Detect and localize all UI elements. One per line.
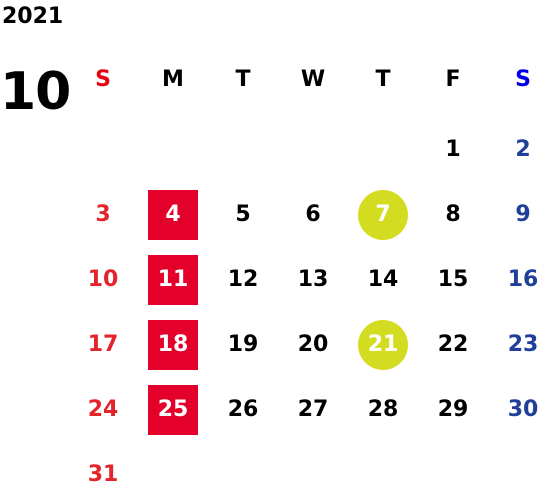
- day-15: 15: [437, 267, 469, 292]
- day-30: 30: [507, 397, 539, 422]
- day-21: 21: [358, 320, 408, 370]
- weekday-wed: W: [300, 67, 326, 92]
- day-3: 3: [95, 202, 111, 227]
- weekday-sun: S: [95, 67, 111, 92]
- day-5: 5: [235, 202, 251, 227]
- day-24: 24: [87, 397, 119, 422]
- day-8: 8: [445, 202, 461, 227]
- day-25: 25: [148, 385, 198, 435]
- day-29: 29: [437, 397, 469, 422]
- day-23: 23: [507, 332, 539, 357]
- day-14: 14: [367, 267, 399, 292]
- weekday-fri: F: [445, 67, 461, 92]
- day-17: 17: [87, 332, 119, 357]
- day-10: 10: [87, 267, 119, 292]
- day-31: 31: [87, 462, 119, 487]
- day-13: 13: [297, 267, 329, 292]
- day-4: 4: [148, 190, 198, 240]
- weekday-mon: M: [162, 67, 184, 92]
- day-11: 11: [148, 255, 198, 305]
- day-6: 6: [305, 202, 321, 227]
- day-28: 28: [367, 397, 399, 422]
- day-22: 22: [437, 332, 469, 357]
- day-18: 18: [148, 320, 198, 370]
- day-12: 12: [227, 267, 259, 292]
- year-label: 2021: [2, 4, 64, 29]
- day-27: 27: [297, 397, 329, 422]
- day-2: 2: [515, 137, 531, 162]
- weekday-thu: T: [375, 67, 391, 92]
- day-1: 1: [445, 137, 461, 162]
- weekday-sat: S: [515, 67, 531, 92]
- day-9: 9: [515, 202, 531, 227]
- day-20: 20: [297, 332, 329, 357]
- weekday-tue: T: [235, 67, 251, 92]
- day-26: 26: [227, 397, 259, 422]
- month-label: 10: [0, 62, 71, 122]
- day-7: 7: [358, 190, 408, 240]
- day-19: 19: [227, 332, 259, 357]
- day-16: 16: [507, 267, 539, 292]
